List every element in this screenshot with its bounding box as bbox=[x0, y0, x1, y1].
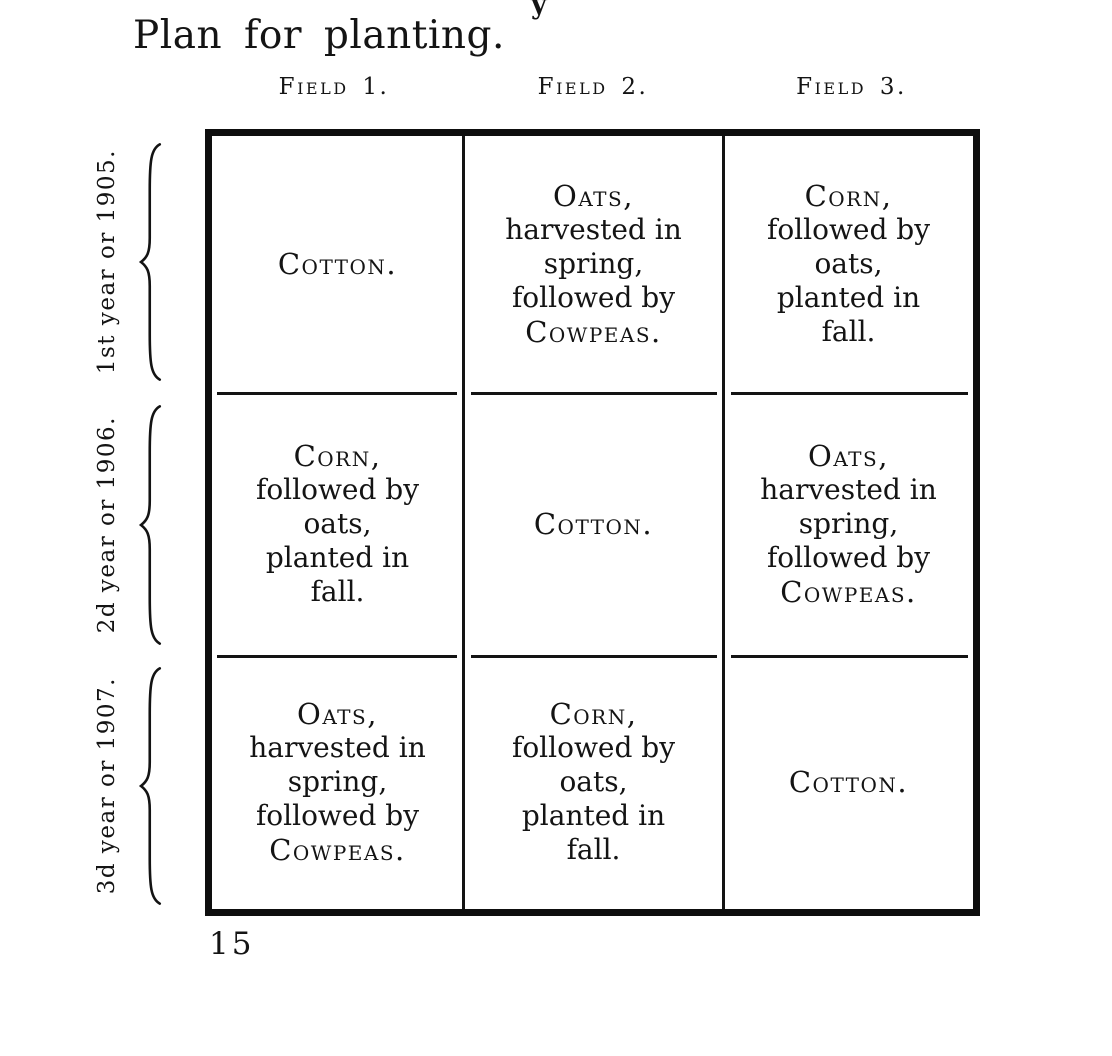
cell-line: harvested in bbox=[760, 472, 937, 506]
cell-line: Corn, bbox=[549, 697, 638, 731]
cell-line: harvested in bbox=[249, 731, 426, 764]
cell-line: planted in bbox=[265, 540, 410, 574]
cell-line: Cowpeas. bbox=[269, 833, 406, 867]
cell-line: Cowpeas. bbox=[780, 574, 917, 609]
row-divider bbox=[731, 392, 968, 395]
table-cell-r1c1: Cotton. bbox=[212, 136, 463, 392]
row-label-text: 2d year or 1906. bbox=[94, 416, 120, 634]
row-divider bbox=[471, 655, 717, 658]
column-divider bbox=[462, 136, 465, 909]
cell-line: Cotton. bbox=[277, 247, 398, 281]
cell-line: Oats, bbox=[553, 179, 634, 213]
cell-line: oats, bbox=[303, 506, 372, 540]
page-number: 15 bbox=[209, 926, 255, 962]
cell-line: fall. bbox=[821, 315, 876, 348]
row-label-text: 1st year or 1905. bbox=[94, 149, 120, 375]
table-cell-r2c2: Cotton. bbox=[463, 392, 724, 655]
row-divider bbox=[217, 392, 457, 395]
brace-icon bbox=[136, 666, 166, 906]
table-cell-r2c3: Oats, harvested in spring, followed by C… bbox=[724, 392, 973, 655]
column-divider bbox=[722, 136, 725, 909]
table-cell-r2c1: Corn, followed by oats, planted in fall. bbox=[212, 392, 463, 655]
cell-line: followed by bbox=[511, 731, 676, 764]
cell-line: followed by bbox=[255, 799, 420, 832]
table-grid: Cotton. Oats, harvested in spring, follo… bbox=[212, 136, 973, 909]
cell-line: Cowpeas. bbox=[525, 315, 662, 349]
row-label-year-1: 1st year or 1905. bbox=[94, 137, 186, 387]
table-cell-r1c3: Corn, followed by oats, planted in fall. bbox=[724, 136, 973, 392]
cell-line: spring, bbox=[798, 506, 899, 540]
cell-line: spring, bbox=[543, 247, 644, 280]
cell-line: harvested in bbox=[505, 213, 682, 246]
cell-line: Corn, bbox=[804, 179, 893, 213]
brace-icon bbox=[136, 404, 166, 646]
cell-line: Cotton. bbox=[788, 765, 909, 799]
cell-line: followed by bbox=[766, 213, 931, 246]
row-divider bbox=[217, 655, 457, 658]
cell-line: oats, bbox=[559, 765, 628, 798]
brace-icon bbox=[136, 142, 166, 382]
cell-line: planted in bbox=[521, 799, 666, 832]
table-cell-r3c1: Oats, harvested in spring, followed by C… bbox=[212, 655, 463, 909]
cell-line: planted in bbox=[776, 281, 921, 314]
planting-table: Cotton. Oats, harvested in spring, follo… bbox=[205, 129, 980, 916]
cell-line: fall. bbox=[310, 574, 365, 608]
cell-line: spring, bbox=[287, 765, 388, 798]
page-title: Plan for planting. bbox=[133, 13, 505, 58]
cell-line: followed by bbox=[255, 472, 420, 506]
row-label-year-3: 3d year or 1907. bbox=[94, 661, 186, 911]
column-header-field-1: Field 1. bbox=[278, 74, 390, 100]
table-cell-r1c2: Oats, harvested in spring, followed by C… bbox=[463, 136, 724, 392]
row-label-year-2: 2d year or 1906. bbox=[94, 399, 186, 651]
table-cell-r3c2: Corn, followed by oats, planted in fall. bbox=[463, 655, 724, 909]
table-cell-r3c3: Cotton. bbox=[724, 655, 973, 909]
row-divider bbox=[731, 655, 968, 658]
column-header-field-2: Field 2. bbox=[537, 74, 649, 100]
top-stray-mark: y bbox=[531, 0, 547, 21]
cell-line: Corn, bbox=[293, 438, 382, 473]
cell-line: Cotton. bbox=[533, 506, 654, 541]
row-divider bbox=[471, 392, 717, 395]
column-header-field-3: Field 3. bbox=[796, 74, 907, 100]
cell-line: fall. bbox=[566, 833, 621, 866]
cell-line: Oats, bbox=[297, 697, 378, 731]
cell-line: followed by bbox=[511, 281, 676, 314]
row-label-text: 3d year or 1907. bbox=[94, 677, 120, 895]
cell-line: Oats, bbox=[808, 438, 889, 473]
cell-line: followed by bbox=[766, 540, 931, 574]
cell-line: oats, bbox=[814, 247, 883, 280]
